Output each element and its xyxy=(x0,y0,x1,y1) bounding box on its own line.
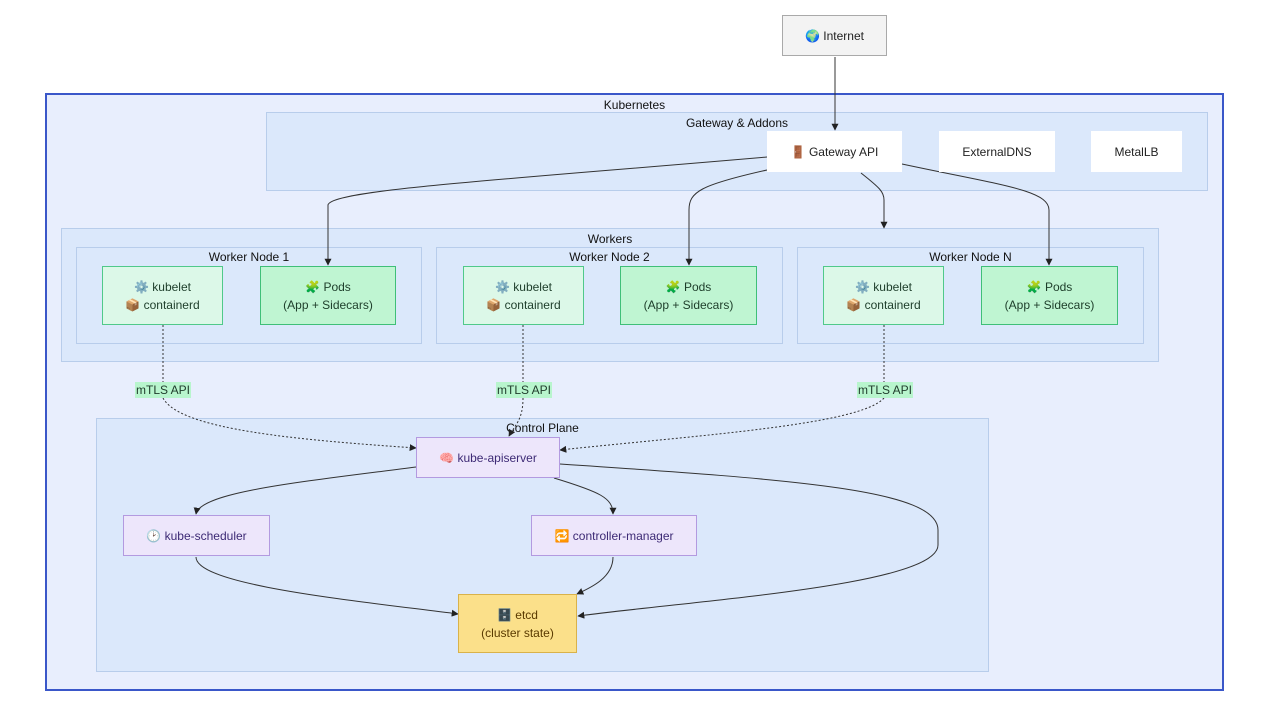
pods-sublabel: (App + Sidecars) xyxy=(643,297,734,312)
pods-node-1[interactable]: 🧩 Pods (App + Sidecars) xyxy=(260,266,396,325)
gateway-api-label: 🚪 Gateway API xyxy=(790,144,879,159)
external-dns-node[interactable]: ExternalDNS xyxy=(939,131,1055,172)
edge-apiserver-controller xyxy=(553,477,617,515)
pods-sublabel: (App + Sidecars) xyxy=(1004,297,1095,312)
edge-label-mtls-n: mTLS API xyxy=(857,382,914,398)
kubelet-node-1[interactable]: ⚙️ kubelet 📦 containerd xyxy=(102,266,223,325)
pods-node-n[interactable]: 🧩 Pods (App + Sidecars) xyxy=(981,266,1118,325)
edge-label-mtls-1: mTLS API xyxy=(135,382,192,398)
edge-apiserver-etcd xyxy=(559,463,939,619)
external-dns-label: ExternalDNS xyxy=(962,144,1032,159)
etcd-label: 🗄️ etcd xyxy=(497,607,538,622)
edge-controller-etcd xyxy=(576,556,614,595)
kube-apiserver-label: 🧠 kube-apiserver xyxy=(439,450,537,465)
containerd-label: 📦 containerd xyxy=(125,297,200,312)
pods-sublabel: (App + Sidecars) xyxy=(283,297,373,312)
edge-gateway-pods-n xyxy=(901,163,1053,266)
pods-label: 🧩 Pods xyxy=(665,279,712,294)
containerd-label: 📦 containerd xyxy=(486,297,561,312)
cluster-gateway-addons-label: Gateway & Addons xyxy=(685,116,789,130)
cluster-kubernetes-label: Kubernetes xyxy=(603,98,666,112)
kubelet-label: ⚙️ kubelet xyxy=(855,279,912,294)
edge-gateway-pods-2 xyxy=(685,169,768,266)
pods-node-2[interactable]: 🧩 Pods (App + Sidecars) xyxy=(620,266,757,325)
etcd-sublabel: (cluster state) xyxy=(481,625,554,640)
edge-kubeletn-apiserver xyxy=(560,325,885,450)
cluster-workers-label: Workers xyxy=(587,232,633,246)
worker-node-1-label: Worker Node 1 xyxy=(208,250,290,264)
control-plane-label: Control Plane xyxy=(506,421,579,435)
metallb-label: MetalLB xyxy=(1114,144,1159,159)
kubelet-node-n[interactable]: ⚙️ kubelet 📦 containerd xyxy=(823,266,944,325)
containerd-label: 📦 containerd xyxy=(846,297,921,312)
pods-label: 🧩 Pods xyxy=(1026,279,1073,294)
kubelet-node-2[interactable]: ⚙️ kubelet 📦 containerd xyxy=(463,266,584,325)
etcd-node[interactable]: 🗄️ etcd (cluster state) xyxy=(458,594,577,653)
gateway-api-node[interactable]: 🚪 Gateway API xyxy=(767,131,902,172)
kube-scheduler-node[interactable]: 🕑 kube-scheduler xyxy=(123,515,270,556)
worker-node-n-label: Worker Node N xyxy=(929,250,1012,264)
edge-apiserver-scheduler xyxy=(193,466,417,515)
edge-gateway-node-n xyxy=(860,172,888,229)
worker-node-2-label: Worker Node 2 xyxy=(569,250,650,264)
edge-scheduler-etcd xyxy=(195,556,459,617)
edge-kubelet1-apiserver xyxy=(162,325,416,448)
edge-kubelet2-apiserver xyxy=(509,325,524,436)
edge-gateway-pods-1 xyxy=(324,156,768,266)
kubelet-label: ⚙️ kubelet xyxy=(134,279,191,294)
controller-manager-node[interactable]: 🔁 controller-manager xyxy=(531,515,697,556)
kube-apiserver-node[interactable]: 🧠 kube-apiserver xyxy=(416,437,560,478)
kube-scheduler-label: 🕑 kube-scheduler xyxy=(146,528,247,543)
internet-label: 🌍 Internet xyxy=(805,28,864,43)
metallb-node[interactable]: MetalLB xyxy=(1091,131,1182,172)
controller-manager-label: 🔁 controller-manager xyxy=(554,528,674,543)
pods-label: 🧩 Pods xyxy=(305,279,351,294)
kubelet-label: ⚙️ kubelet xyxy=(495,279,552,294)
edge-label-mtls-2: mTLS API xyxy=(496,382,553,398)
internet-node[interactable]: 🌍 Internet xyxy=(782,15,887,56)
